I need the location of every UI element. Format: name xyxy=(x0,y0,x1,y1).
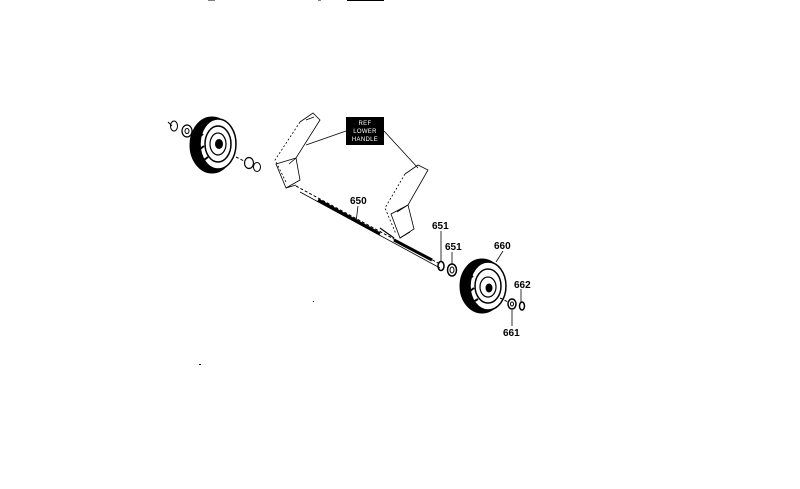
left-wheel xyxy=(189,116,237,174)
left-inner-washer xyxy=(235,156,261,172)
lower-handle xyxy=(274,112,429,239)
left-nut xyxy=(167,120,178,132)
callout-660: 660 xyxy=(494,241,511,252)
scan-specks xyxy=(199,301,314,365)
leader-lines xyxy=(305,130,522,326)
top-edge-artifacts xyxy=(208,0,384,1)
callout-651-b: 651 xyxy=(445,242,462,253)
callout-662: 662 xyxy=(514,280,531,291)
right-wheel-assembly xyxy=(437,258,526,314)
right-wheel xyxy=(459,258,507,314)
right-washer-651a xyxy=(437,260,445,272)
right-washer-661 xyxy=(507,298,517,310)
left-wheel-assembly xyxy=(167,116,261,174)
axle xyxy=(295,185,441,269)
callout-661: 661 xyxy=(503,328,520,339)
note-label-line-3: HANDLE xyxy=(352,137,378,143)
left-outer-washer xyxy=(181,124,193,138)
right-nut-662 xyxy=(518,301,526,311)
callout-650: 650 xyxy=(350,196,367,207)
note-label-line-2: LOWER xyxy=(353,129,377,135)
note-label-line-1: REF xyxy=(359,121,372,127)
note-label-box: REF LOWER HANDLE xyxy=(346,117,384,145)
callouts: 650 651 651 660 662 661 xyxy=(350,196,531,339)
callout-651-a: 651 xyxy=(432,221,449,232)
right-washer-651b xyxy=(446,263,458,277)
